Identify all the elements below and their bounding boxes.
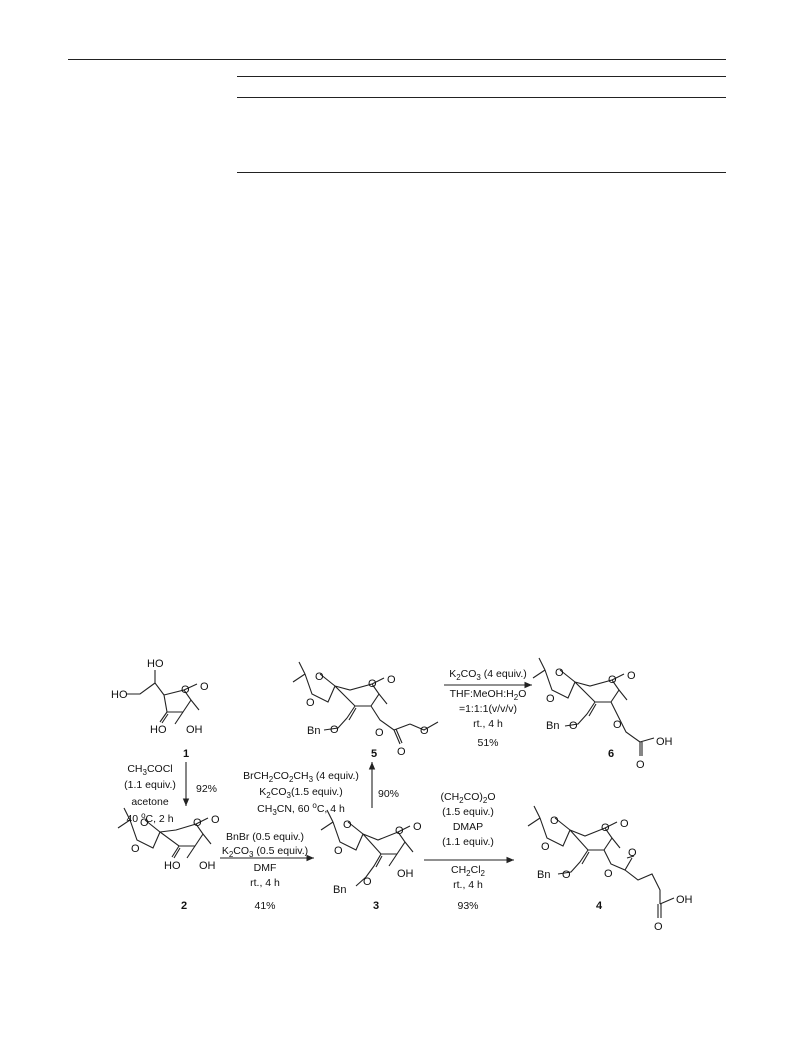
c6-o-bn: O — [569, 720, 578, 732]
s5-line-1: (1.5 equiv.) — [442, 806, 494, 818]
compound-4: O O O O Bn O O O O OH 4 — [527, 805, 693, 933]
table-bottom-rule — [237, 172, 726, 173]
compound-3: O O O O Bn O OH 3 — [320, 809, 422, 912]
c4-o-co: O — [628, 847, 637, 859]
c6-o-ring: O — [608, 674, 617, 686]
c5-bn: Bn — [307, 725, 320, 737]
header-rule — [68, 59, 726, 60]
s2-line-3: rt., 4 h — [250, 877, 280, 889]
c4-bn: Bn — [537, 869, 550, 881]
c5-o1: O — [315, 671, 324, 683]
s1-line-1: (1.1 equiv.) — [124, 779, 176, 791]
conditions-step-3: BrCH2CO2CH3 (4 equiv.) K2CO3(1.5 equiv.)… — [243, 770, 359, 817]
c2-o-ring: O — [193, 817, 202, 829]
s5-line-4: CH2Cl2 — [451, 864, 486, 878]
c6-o-co: O — [636, 759, 645, 771]
table-mid-rule — [237, 97, 726, 98]
compound-number-3: 3 — [373, 900, 379, 912]
s4-line-0: K2CO3 (4 equiv.) — [449, 668, 527, 682]
c5-o-me: O — [420, 725, 429, 737]
compound-number-4: 4 — [596, 900, 603, 912]
c3-o-carbonyl: O — [413, 821, 422, 833]
s3-line-2: CH3CN, 60 oC, 4 h — [257, 801, 345, 817]
c5-o-co: O — [397, 746, 406, 758]
c3-o-bn: O — [363, 876, 372, 888]
c3-o-ring: O — [395, 825, 404, 837]
compound-2: O O O O HO OH 2 — [117, 807, 220, 912]
c4-oh: OH — [676, 894, 693, 906]
c4-o-carbonyl: O — [620, 818, 629, 830]
s1-line-2: acetone — [131, 796, 169, 808]
s5-yield: 93% — [457, 900, 478, 912]
compound-number-6: 6 — [608, 748, 614, 760]
compound-number-2: 2 — [181, 900, 187, 912]
s3-yield: 90% — [378, 788, 399, 800]
compound-number-1: 1 — [183, 748, 189, 760]
compound-1: HO HO O O HO OH 1 — [111, 658, 209, 760]
s2-line-2: DMF — [254, 862, 277, 874]
c3-o2: O — [334, 845, 343, 857]
c3-oh-bottom: OH — [397, 868, 414, 880]
s4-line-1: THF:MeOH:H2O — [450, 688, 527, 702]
c1-o-ring: O — [181, 684, 190, 696]
c5-o-ring: O — [368, 678, 377, 690]
c2-o-carbonyl: O — [211, 814, 220, 826]
s1-line-3: 40 oC, 2 h — [126, 811, 173, 825]
c1-o-carbonyl: O — [200, 681, 209, 693]
s5-line-5: rt., 4 h — [453, 879, 483, 891]
c4-o-bn: O — [562, 869, 571, 881]
c4-o-acid: O — [654, 921, 663, 933]
c1-ho-left: HO — [111, 689, 128, 701]
table-top-rule — [237, 76, 726, 77]
c4-o-ring: O — [601, 822, 610, 834]
c1-oh-bottom: OH — [186, 724, 203, 736]
s1-yield: 92% — [196, 783, 217, 795]
s2-line-1: K2CO3 (0.5 equiv.) — [222, 845, 308, 859]
c4-o-ester: O — [604, 868, 613, 880]
s4-line-2: =1:1:1(v/v/v) — [459, 703, 517, 715]
compound-6: O O O O Bn O O O OH 6 — [532, 657, 673, 771]
compound-number-5: 5 — [371, 748, 377, 760]
conditions-step-1: CH3COCl (1.1 equiv.) acetone 40 oC, 2 h — [124, 763, 176, 825]
c4-o2: O — [541, 841, 550, 853]
c6-bn: Bn — [546, 720, 559, 732]
c5-o2: O — [306, 697, 315, 709]
c2-oh-bottom: OH — [199, 860, 216, 872]
c2-o1: O — [140, 817, 149, 829]
c2-ho-bottom: HO — [164, 860, 181, 872]
s4-yield: 51% — [477, 737, 498, 749]
conditions-step-2: BnBr (0.5 equiv.) K2CO3 (0.5 equiv.) DMF… — [222, 831, 308, 912]
c6-o-ether: O — [613, 719, 622, 731]
c6-oh: OH — [656, 736, 673, 748]
s2-yield: 41% — [254, 900, 275, 912]
s4-line-3: rt., 4 h — [473, 718, 503, 730]
conditions-step-4: K2CO3 (4 equiv.) THF:MeOH:H2O =1:1:1(v/v… — [449, 668, 527, 749]
c3-bn: Bn — [333, 884, 346, 896]
c5-o-bn: O — [330, 724, 339, 736]
c6-o1: O — [555, 667, 564, 679]
compound-5: O O O O Bn O O O O 5 — [292, 661, 439, 760]
c1-ho-bottom: HO — [150, 724, 167, 736]
c6-o2: O — [546, 693, 555, 705]
c4-o1: O — [550, 815, 559, 827]
s3-line-0: BrCH2CO2CH3 (4 equiv.) — [243, 770, 359, 784]
s5-line-3: (1.1 equiv.) — [442, 836, 494, 848]
conditions-step-5: (CH2CO)2O (1.5 equiv.) DMAP (1.1 equiv.)… — [441, 791, 496, 912]
c6-o-carbonyl: O — [627, 670, 636, 682]
s5-line-2: DMAP — [453, 821, 483, 833]
s3-line-1: K2CO3(1.5 equiv.) — [259, 786, 342, 800]
s2-line-0: BnBr (0.5 equiv.) — [226, 831, 304, 843]
c1-ho-top: HO — [147, 658, 164, 670]
c5-o-carbonyl: O — [387, 674, 396, 686]
s1-line-0: CH3COCl — [127, 763, 172, 777]
c2-o2: O — [131, 843, 140, 855]
c3-o1: O — [343, 819, 352, 831]
c5-o-ester: O — [375, 727, 384, 739]
s5-line-0: (CH2CO)2O — [441, 791, 496, 805]
